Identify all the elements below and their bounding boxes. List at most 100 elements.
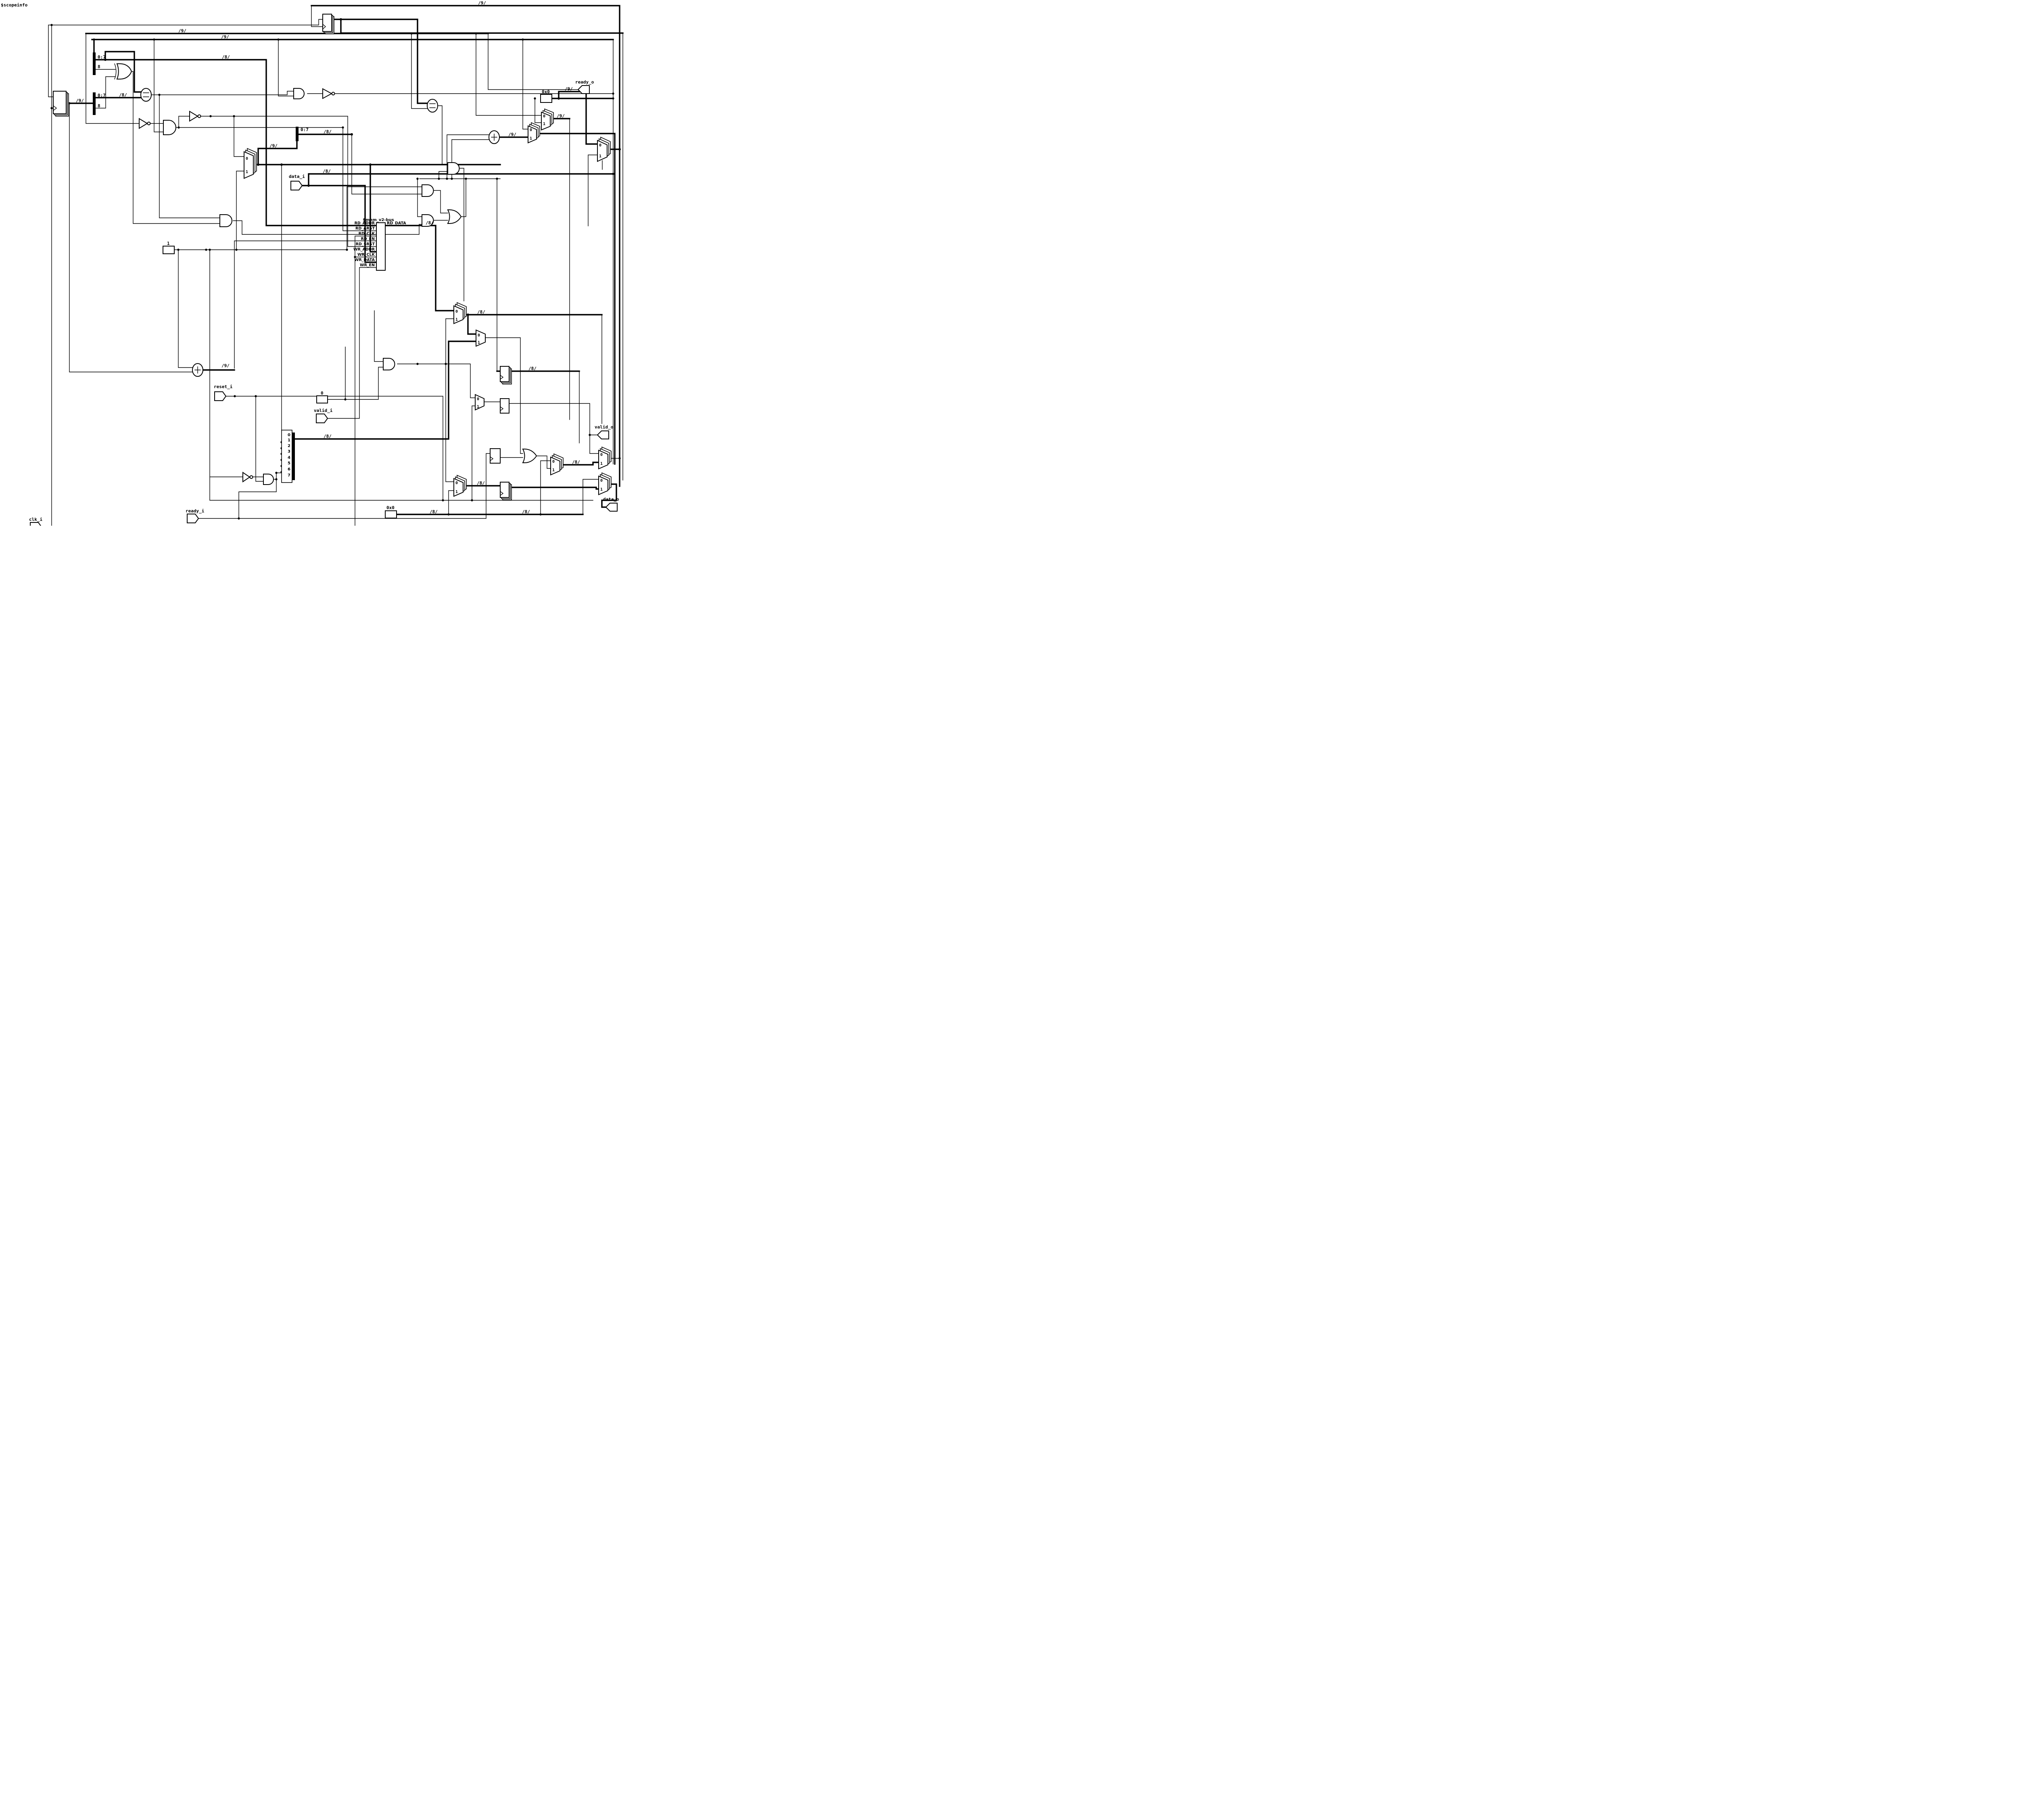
- mem-port-label: WR_DATA: [355, 258, 375, 262]
- not-gate-n4: [322, 88, 335, 99]
- constant-zero: 0: [316, 391, 328, 403]
- bus-width-8: /8/: [522, 509, 530, 514]
- not-gate-left: [139, 118, 151, 129]
- equals-icon: [429, 103, 436, 108]
- port-ready-o[interactable]: ready_o: [575, 79, 594, 94]
- bus-wires: [65, 5, 624, 515]
- port-data-i[interactable]: data_i: [289, 174, 305, 190]
- mux-m10: 0 1: [453, 474, 467, 497]
- slice-tap-label: 0:7: [98, 93, 106, 98]
- mem-port-label: WR_CLK: [357, 253, 375, 257]
- input-port-icon: [214, 391, 227, 401]
- port-clk-i[interactable]: clk_i: [29, 517, 42, 526]
- mem-port-label: WR_EN: [360, 263, 375, 267]
- port-data-o[interactable]: data_o: [603, 497, 619, 512]
- and-gate-a5: [422, 214, 434, 227]
- data-o-label: data_o: [603, 497, 619, 502]
- bus-width-9: /9/: [178, 28, 186, 33]
- clock-chevron-icon: [322, 24, 326, 29]
- adder-right: [489, 130, 500, 144]
- input-port-icon: [30, 522, 42, 526]
- port-valid-i[interactable]: valid_i: [314, 408, 333, 423]
- register-left: [53, 91, 69, 117]
- joiner-pin-label: 1: [288, 438, 290, 443]
- bus-slice-3: 0:7: [296, 127, 309, 141]
- constant-hex-label: 0x0: [386, 505, 395, 510]
- joiner-pin-label: 6: [288, 467, 290, 472]
- bus-slice-2: 0:7 8: [93, 92, 106, 115]
- ready-o-label: ready_o: [575, 79, 594, 85]
- mux-m11: 0 1: [598, 472, 612, 495]
- mem-port-label: RD_SRST: [356, 242, 375, 247]
- clock-chevron-icon: [490, 456, 494, 461]
- reset-i-label: reset_i: [214, 384, 233, 389]
- port-valid-o[interactable]: valid_o: [595, 424, 614, 439]
- mux-in1-label: 1: [543, 122, 545, 126]
- mem-port-label: RD_CLK: [359, 232, 375, 236]
- register-ff4: [500, 398, 509, 414]
- mux-m5: 0 1: [475, 394, 484, 411]
- mem-port-label: RD_ADDR: [355, 221, 375, 226]
- joiner-pin-label: 4: [288, 456, 290, 460]
- output-port-icon: [577, 85, 590, 94]
- mux-in0-label: 0: [530, 128, 532, 132]
- bus-width-9: /9/: [269, 143, 278, 148]
- port-ready-i[interactable]: ready_i: [186, 508, 205, 523]
- input-port-icon: [316, 414, 328, 423]
- bus-width-9: /9/: [565, 86, 573, 92]
- mux-in1-label: 1: [599, 154, 601, 159]
- clock-chevron-icon: [53, 105, 57, 111]
- joiner-pin-label: 5: [288, 461, 290, 466]
- mux-in0-label: 0: [455, 309, 458, 314]
- port-reset-i[interactable]: reset_i: [214, 384, 233, 401]
- bus-width-9: /9/: [76, 98, 84, 103]
- junction-dots: [50, 18, 621, 520]
- bus-width-8: /8/: [324, 129, 332, 134]
- xor-gate: [114, 63, 132, 79]
- bus-width-9: /9/: [557, 113, 565, 119]
- and-gate-a2: [163, 120, 176, 135]
- mux-m7: 0 1: [550, 453, 564, 476]
- mux-in1-label: 1: [530, 136, 532, 141]
- joiner-pin-label: 7: [288, 473, 290, 478]
- schematic-svg: $scopeinfo clk_i ready_i reset_i valid_i…: [1, 0, 624, 526]
- mux-m12: 0 1: [528, 122, 540, 144]
- joiner-pin-label: 3: [288, 449, 290, 454]
- mux-m2: 0 1: [541, 108, 554, 131]
- constant-box: [316, 395, 328, 403]
- equals-icon: [143, 92, 149, 97]
- joiner-pin-label: 2: [288, 444, 290, 448]
- or-gate-o1: [447, 209, 462, 224]
- mux-in1-label: 1: [477, 405, 479, 409]
- mux-in0-label: 0: [552, 460, 555, 464]
- bus-width-8: /8/: [323, 169, 331, 174]
- adder-bottom-left: [192, 363, 203, 377]
- plus-icon: [194, 366, 201, 374]
- mux-in1-label: 1: [246, 170, 248, 174]
- bus-width-8: /8/: [477, 481, 485, 486]
- bus-width-8: /8/: [222, 54, 230, 60]
- mux-in1-label: 1: [455, 490, 458, 494]
- bus-width-8: /8/: [477, 309, 485, 315]
- ready-i-label: ready_i: [186, 508, 205, 514]
- mux-m6: 0 1: [476, 329, 486, 347]
- bus-width-9: /9/: [478, 0, 486, 6]
- signal-wires: [48, 5, 623, 526]
- mem-port-label: RD_ARST: [355, 226, 375, 231]
- and-gate-a7: [263, 474, 274, 485]
- mux-in0-label: 0: [478, 333, 480, 338]
- bus-width-8: /8/: [572, 460, 580, 465]
- mux-in0-label: 0: [599, 143, 601, 148]
- memory-block: $mem_v2-bus RD_ADDR RD_ARST RD_CLK RD_EN…: [353, 218, 406, 271]
- mux-in0-label: 0: [600, 453, 603, 457]
- bus-width-9: /9/: [221, 34, 229, 40]
- bus-width-8: /8/: [119, 92, 127, 98]
- mux-in1-label: 1: [600, 462, 603, 466]
- register-ff7: [500, 482, 512, 500]
- and-gate-a8: [383, 358, 395, 370]
- mem-port-label: RD_EN: [361, 237, 375, 241]
- mux-m1: 0 1: [244, 148, 257, 179]
- constant-one-label: 1: [167, 241, 170, 246]
- constant-box: [540, 94, 552, 103]
- and-gate-a3: [447, 162, 460, 175]
